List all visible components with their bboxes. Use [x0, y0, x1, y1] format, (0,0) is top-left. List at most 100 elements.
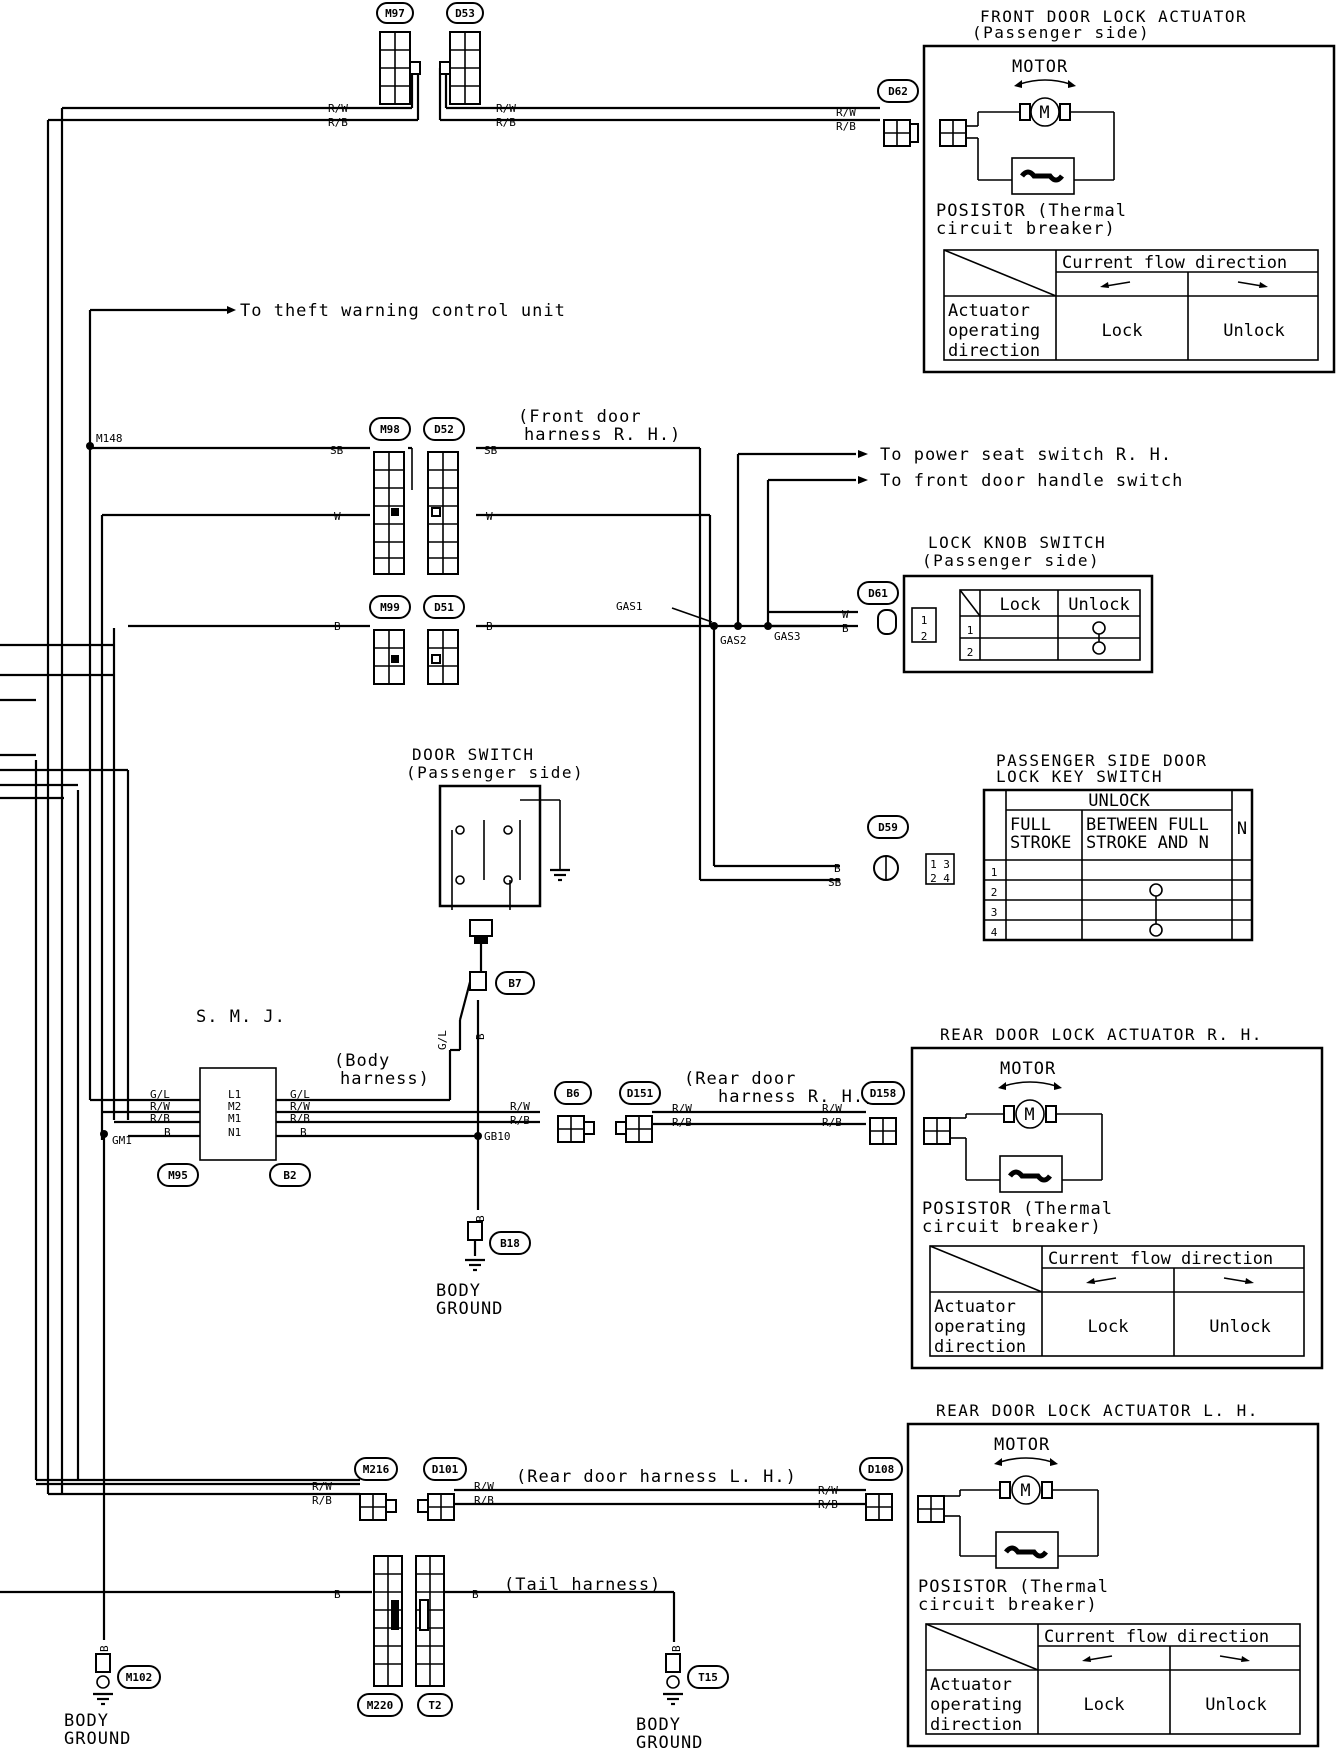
- svg-text:B: B: [834, 862, 841, 875]
- svg-text:circuit breaker): circuit breaker): [922, 1217, 1102, 1237]
- connector-d53: D53: [439, 2, 484, 105]
- svg-text:R/B: R/B: [312, 1494, 332, 1507]
- svg-text:R/B: R/B: [474, 1494, 494, 1507]
- lock-knob-wiring: M148 SB W B SB W B B SB GAS1 GAS2 GAS3 T…: [86, 407, 1182, 889]
- svg-text:B7: B7: [508, 977, 521, 990]
- svg-text:B: B: [334, 1588, 341, 1601]
- svg-text:Unlock: Unlock: [1205, 1695, 1266, 1715]
- actuator-subtitle: (Passenger side): [972, 23, 1150, 42]
- junction-label: GAS1: [616, 600, 643, 613]
- svg-text:B: B: [474, 1033, 487, 1040]
- svg-text:BODY: BODY: [64, 1711, 109, 1731]
- posistor-icon: [999, 1155, 1063, 1193]
- left-trunk-wires: [0, 108, 130, 1480]
- connector-m97: M97: [376, 2, 421, 105]
- svg-text:M: M: [1039, 103, 1050, 123]
- svg-text:B: B: [842, 622, 849, 635]
- wire-label: R/B: [836, 120, 856, 133]
- svg-text:SB: SB: [330, 444, 344, 457]
- svg-text:D101: D101: [432, 1463, 459, 1476]
- rear-lh-wiring: R/W R/B M216 D101 R/W R/B R/W R/B (Rear …: [0, 1457, 903, 1750]
- wire-label: R/W: [496, 102, 516, 115]
- svg-text:W: W: [842, 608, 849, 621]
- svg-text:STROKE: STROKE: [1010, 833, 1071, 853]
- svg-text:1: 1: [967, 624, 974, 637]
- svg-text:D108: D108: [868, 1463, 895, 1476]
- svg-text:B: B: [486, 620, 493, 633]
- junction-label: GAS2: [720, 634, 747, 647]
- svg-text:1 3: 1 3: [930, 858, 950, 871]
- svg-text:R/W: R/W: [312, 1480, 332, 1493]
- svg-text:4: 4: [991, 926, 998, 939]
- svg-text:G/L: G/L: [290, 1088, 310, 1101]
- svg-text:SB: SB: [828, 876, 842, 889]
- front-door-lock-actuator: FRONT DOOR LOCK ACTUATOR (Passenger side…: [922, 7, 1336, 374]
- svg-text:R/W: R/W: [818, 1484, 838, 1497]
- svg-text:D158: D158: [870, 1087, 897, 1100]
- svg-text:D51: D51: [434, 601, 454, 614]
- svg-text:POSISTOR (Thermal: POSISTOR (Thermal: [918, 1577, 1109, 1597]
- svg-text:(Rear door harness L. H.): (Rear door harness L. H.): [516, 1467, 797, 1487]
- svg-text:M2: M2: [228, 1100, 241, 1113]
- svg-text:LOCK KNOB SWITCH: LOCK KNOB SWITCH: [928, 533, 1106, 552]
- svg-text:R/B: R/B: [822, 1116, 842, 1129]
- posistor-label: POSISTOR (Thermal: [936, 201, 1127, 221]
- svg-text:GM1: GM1: [112, 1134, 132, 1147]
- svg-text:Unlock: Unlock: [1209, 1317, 1270, 1337]
- svg-text:M: M: [1024, 1105, 1035, 1125]
- svg-text:R/W: R/W: [510, 1100, 530, 1113]
- svg-text:W: W: [334, 510, 341, 523]
- svg-text:R/W: R/W: [672, 1102, 692, 1115]
- svg-text:M102: M102: [126, 1671, 153, 1684]
- connector-d62: D62: [877, 79, 919, 147]
- lock-knob-switch: LOCK KNOB SWITCH (Passenger side) D61 1 …: [857, 533, 1154, 674]
- rear-door-lock-actuator-rh: REAR DOOR LOCK ACTUATOR R. H. MOTOR M PO…: [910, 1025, 1324, 1370]
- wire-label: R/W: [328, 102, 348, 115]
- svg-text:Lock: Lock: [1088, 1317, 1129, 1337]
- svg-text:MOTOR: MOTOR: [1000, 1059, 1056, 1079]
- svg-text:D59: D59: [878, 821, 898, 834]
- svg-text:B18: B18: [500, 1237, 520, 1250]
- svg-text:M216: M216: [363, 1463, 390, 1476]
- svg-text:M98: M98: [380, 423, 400, 436]
- svg-text:M99: M99: [380, 601, 400, 614]
- svg-text:FULL: FULL: [1010, 815, 1051, 835]
- unlock-cell: Unlock: [1223, 321, 1284, 341]
- svg-text:harness): harness): [340, 1069, 430, 1089]
- svg-text:BODY: BODY: [436, 1281, 481, 1301]
- svg-text:N1: N1: [228, 1126, 241, 1139]
- svg-text:B2: B2: [283, 1169, 296, 1182]
- wire-label: R/B: [496, 116, 516, 129]
- svg-text:R/W: R/W: [150, 1100, 170, 1113]
- svg-text:LOCK KEY SWITCH: LOCK KEY SWITCH: [996, 767, 1163, 786]
- svg-text:B: B: [474, 1215, 487, 1222]
- svg-text:MOTOR: MOTOR: [994, 1435, 1050, 1455]
- svg-text:B: B: [472, 1588, 479, 1601]
- svg-text:B: B: [670, 1645, 683, 1652]
- svg-text:B6: B6: [566, 1087, 580, 1100]
- posistor-label: circuit breaker): [936, 219, 1116, 239]
- svg-text:B: B: [334, 620, 341, 633]
- motor-icon: [1015, 1099, 1045, 1129]
- svg-text:B: B: [300, 1126, 307, 1139]
- theft-label: To theft warning control unit: [240, 301, 566, 321]
- svg-text:T15: T15: [698, 1671, 718, 1684]
- svg-text:M1: M1: [228, 1112, 241, 1125]
- svg-text:T2: T2: [428, 1699, 441, 1712]
- key-switch: D59 1 3 2 4 PASSENGER SIDE DOOR LOCK KEY…: [867, 751, 1254, 942]
- svg-text:M95: M95: [168, 1169, 188, 1182]
- svg-text:harness R. H.): harness R. H.): [524, 425, 681, 445]
- connector-m99: M99: [369, 595, 411, 685]
- svg-text:R/B: R/B: [672, 1116, 692, 1129]
- svg-text:direction: direction: [930, 1715, 1022, 1735]
- svg-text:BETWEEN FULL: BETWEEN FULL: [1086, 815, 1209, 835]
- junction-label: GAS3: [774, 630, 801, 643]
- svg-text:Lock: Lock: [1000, 595, 1041, 615]
- svg-text:SB: SB: [484, 444, 498, 457]
- connector-label: D62: [888, 85, 908, 98]
- svg-text:direction: direction: [948, 341, 1040, 361]
- svg-text:REAR DOOR LOCK ACTUATOR L. H.: REAR DOOR LOCK ACTUATOR L. H.: [936, 1401, 1259, 1420]
- svg-text:M: M: [1020, 1481, 1031, 1501]
- svg-text:DOOR SWITCH: DOOR SWITCH: [412, 745, 534, 764]
- svg-text:R/B: R/B: [510, 1114, 530, 1127]
